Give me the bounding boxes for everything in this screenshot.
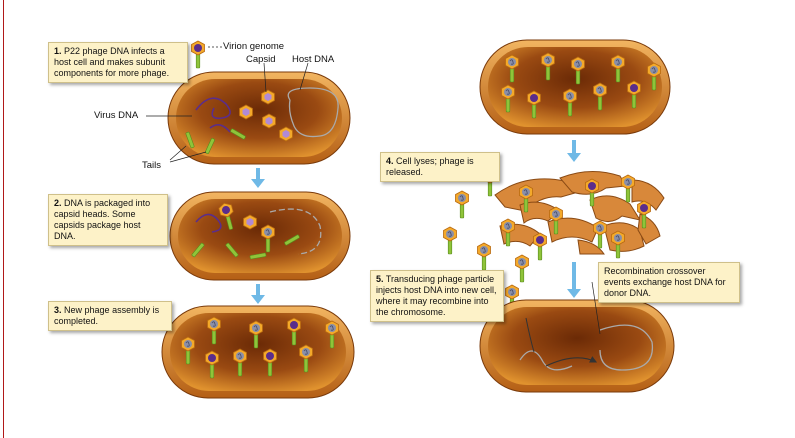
step-1-callout: 1. P22 phage DNA infects a host cell and…	[48, 42, 188, 83]
virion-genome-label: Virion genome	[223, 41, 285, 52]
host-dna-label: Host DNA	[292, 54, 335, 65]
margin-line	[3, 0, 4, 438]
leader-lines	[146, 46, 601, 335]
cell-1	[167, 71, 351, 165]
virus-dna-label: Virus DNA	[94, 110, 139, 121]
flow-arrows	[251, 140, 581, 304]
recombination-text: Recombination crossover events exchange …	[604, 266, 726, 298]
cell-lysis-start	[479, 39, 671, 135]
lysed-cell	[494, 171, 665, 255]
recombination-callout: Recombination crossover events exchange …	[598, 262, 740, 303]
step-4-text: Cell lyses; phage is released.	[386, 156, 474, 177]
step-5-callout: 5. Transducing phage particle injects ho…	[370, 270, 504, 322]
step-3-text: New phage assembly is completed.	[54, 305, 160, 326]
cell-2	[169, 191, 351, 281]
capsid-label: Capsid	[246, 54, 276, 65]
step-1-text: P22 phage DNA infects a host cell and ma…	[54, 46, 170, 78]
cell-3	[161, 305, 355, 399]
step-3-callout: 3. New phage assembly is completed.	[48, 301, 172, 331]
step-2-text: DNA is packaged into capsid heads. Some …	[54, 198, 151, 241]
tails-label: Tails	[142, 160, 162, 171]
step-2-callout: 2. DNA is packaged into capsid heads. So…	[48, 194, 168, 246]
step-4-callout: 4. Cell lyses; phage is released.	[380, 152, 500, 182]
virion-genome-icon	[191, 40, 205, 69]
step-5-text: Transducing phage particle injects host …	[376, 274, 497, 317]
cell-recipient	[479, 299, 675, 393]
